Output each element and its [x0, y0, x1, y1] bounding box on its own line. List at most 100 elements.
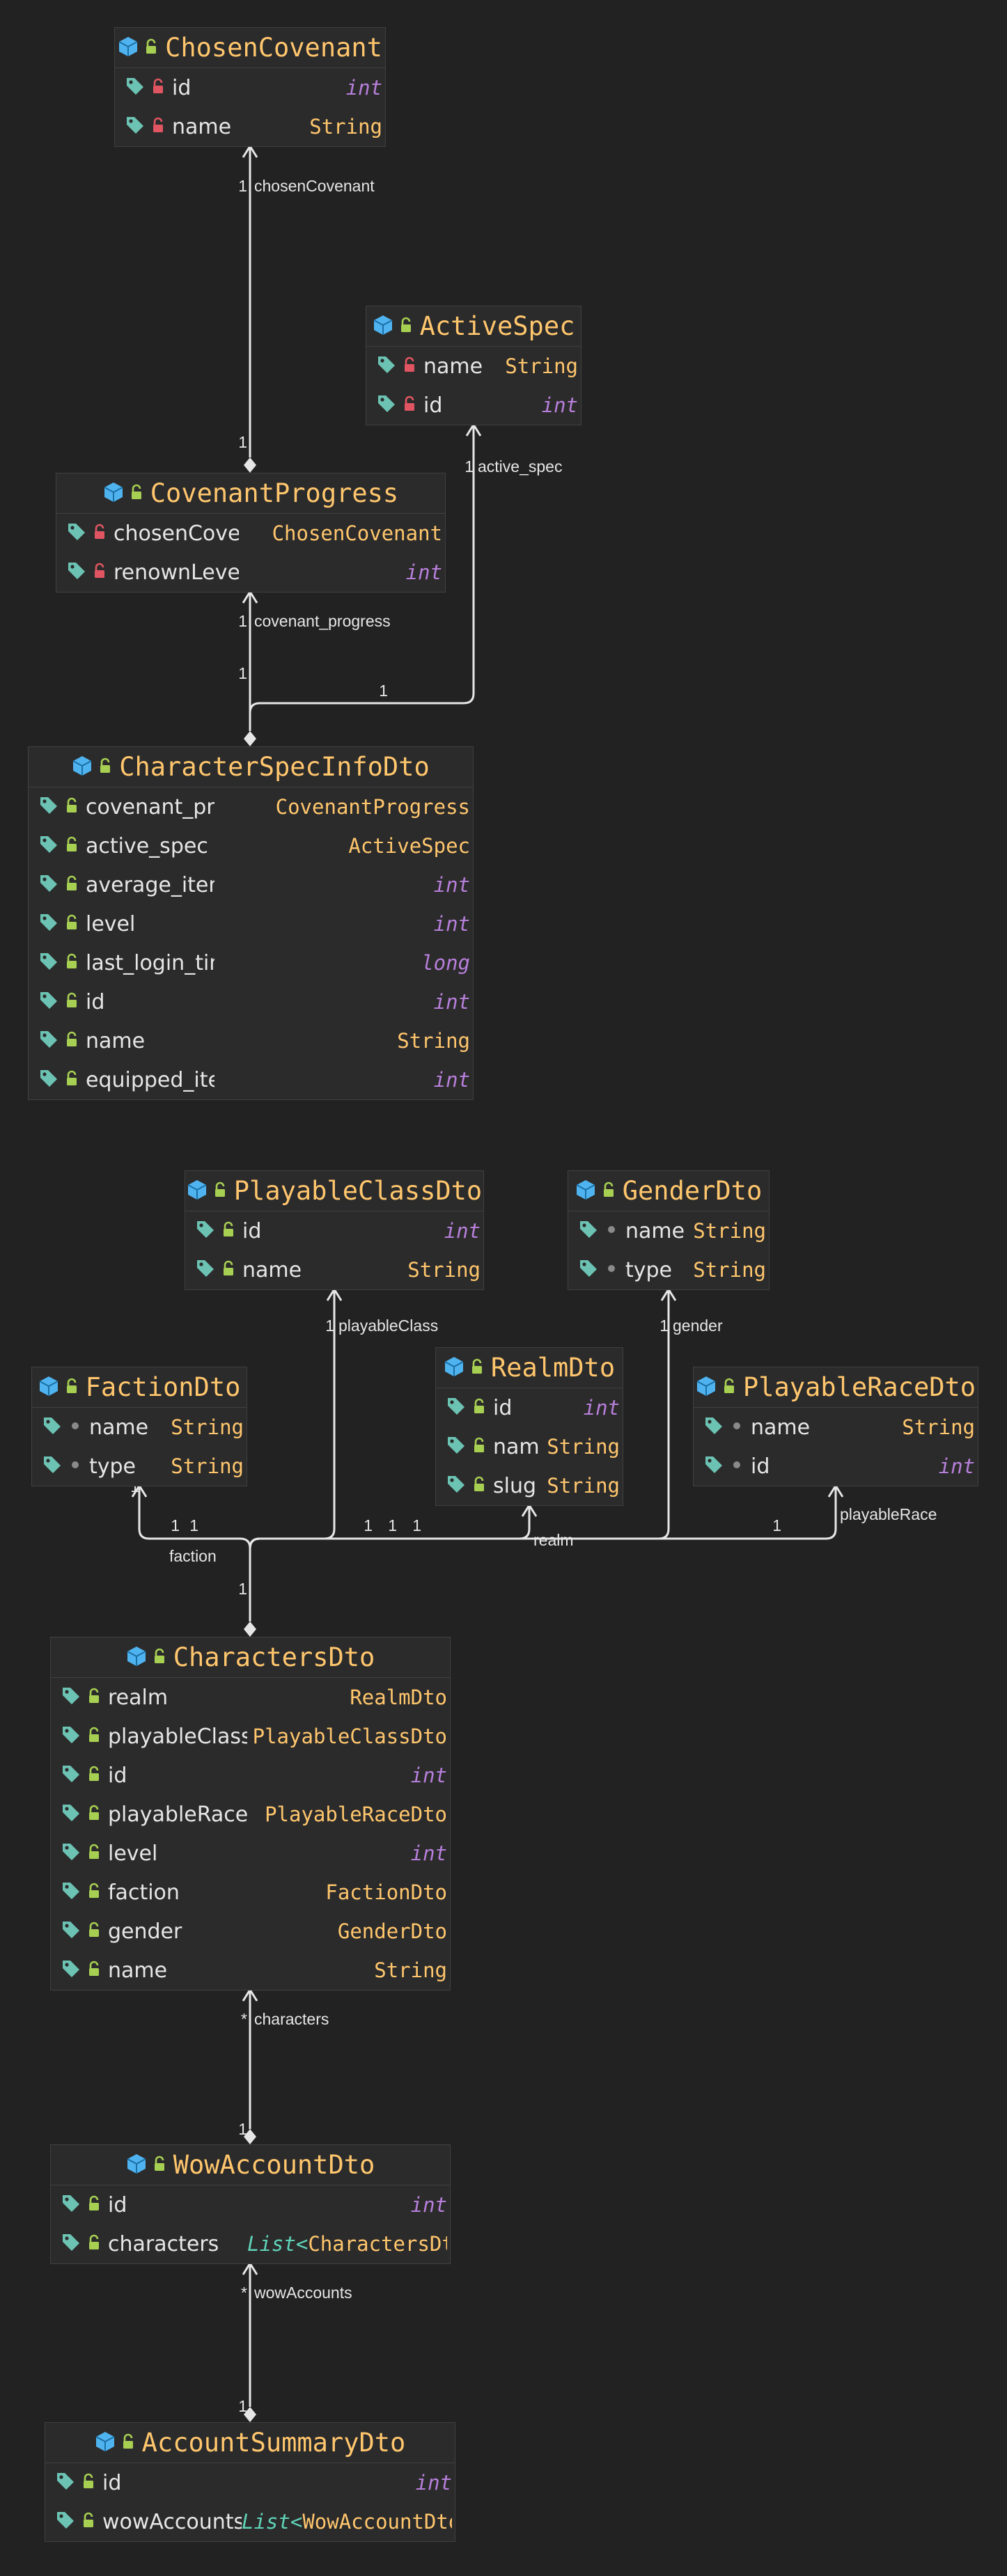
- class-box-realm-dto[interactable]: RealmDtoidintnameStringslugString: [435, 1347, 623, 1506]
- field-icons: [376, 393, 416, 417]
- field-row[interactable]: chosenCovenantChosenCovenant: [56, 514, 445, 553]
- type-text: String: [407, 1258, 481, 1282]
- class-header: GenderDto: [568, 1171, 769, 1211]
- type-text: int: [938, 1454, 975, 1478]
- relation-chosen-covenant-source-multiplicity: 1: [238, 433, 247, 451]
- field-type: int: [247, 2193, 447, 2217]
- field-tag-icon: [376, 393, 397, 417]
- public-lock-icon: [472, 1398, 486, 1417]
- field-tag-icon: [38, 795, 59, 819]
- class-name: CharactersDto: [173, 1642, 375, 1672]
- field-row[interactable]: last_login_timestamplong: [29, 943, 473, 982]
- field-tag-icon: [61, 1880, 81, 1904]
- relation-playable-race-source-multiplicity: 1: [772, 1516, 781, 1534]
- type-text: int: [410, 2193, 447, 2217]
- field-row[interactable]: covenant_progressCovenantProgress: [29, 787, 473, 826]
- field-tag-icon: [38, 1068, 59, 1092]
- field-icons: [195, 1258, 235, 1282]
- relation-covenant-progress-source-multiplicity: 1: [238, 664, 247, 682]
- public-lock-icon: [153, 2155, 166, 2175]
- field-tag-icon: [195, 1219, 216, 1243]
- field-type: int: [538, 1396, 620, 1420]
- public-lock-icon: [472, 1476, 486, 1495]
- class-box-character-spec-info-dto[interactable]: CharacterSpecInfoDtocovenant_progressCov…: [28, 746, 474, 1100]
- package-visibility-icon: [730, 1456, 744, 1476]
- field-icons: [66, 521, 107, 545]
- public-lock-icon: [399, 317, 413, 336]
- field-icons: [38, 873, 79, 897]
- class-name: WowAccountDto: [173, 2150, 375, 2180]
- field-name: name: [751, 1415, 811, 1440]
- field-icons: [446, 1474, 486, 1498]
- type-text: RealmDto: [350, 1686, 447, 1709]
- field-name: id: [242, 1218, 262, 1243]
- type-text: int: [405, 560, 442, 584]
- relation-gender-source-multiplicity: 1: [388, 1516, 397, 1534]
- field-icons: [61, 1764, 101, 1787]
- type-text: int: [433, 912, 470, 936]
- class-header: ActiveSpec: [366, 306, 581, 347]
- relation-covenant-progress-label: covenant_progress: [254, 612, 391, 630]
- field-icons: [61, 1803, 101, 1826]
- field-icons: [55, 2510, 95, 2534]
- field-tag-icon: [61, 2232, 81, 2256]
- field-name: playableClass: [108, 1724, 247, 1749]
- type-text: String: [547, 1435, 620, 1459]
- composition-diamond-character-spec: [244, 731, 256, 746]
- field-name: level: [86, 911, 136, 936]
- field-type: int: [239, 560, 442, 584]
- type-text: int: [583, 1396, 620, 1420]
- field-tag-icon: [66, 560, 87, 584]
- field-row[interactable]: level int: [29, 904, 473, 943]
- private-lock-icon: [151, 117, 165, 136]
- field-icons: [446, 1396, 486, 1420]
- field-type: int: [214, 1068, 470, 1092]
- public-lock-icon: [602, 1181, 616, 1201]
- class-box-covenant-progress[interactable]: CovenantProgresschosenCovenantChosenCove…: [56, 473, 446, 592]
- element-type: WowAccountDto>: [302, 2510, 452, 2534]
- public-lock-icon: [65, 875, 79, 895]
